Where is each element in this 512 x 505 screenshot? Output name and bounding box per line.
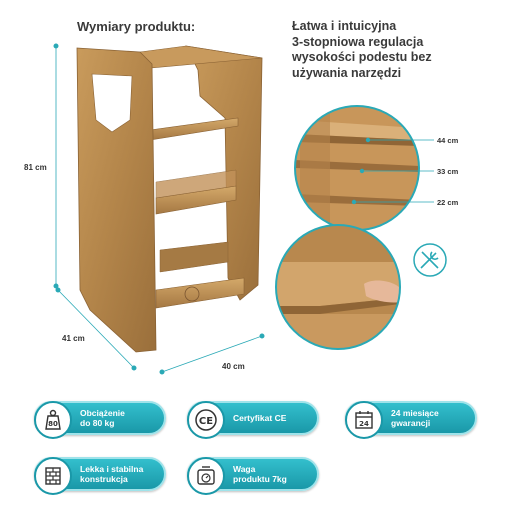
load-capacity-text: Obciążenie do 80 kg (80, 408, 125, 428)
height-dimension-label: 81 cm (24, 163, 47, 172)
no-tools-icon (413, 243, 447, 277)
warranty-badge: 24 24 miesiące gwarancji (345, 401, 477, 439)
load-capacity-badge: 80 Obciążenie do 80 kg (34, 401, 166, 439)
ce-certificate-icon: CE (187, 401, 225, 439)
brick-wall-icon (34, 457, 72, 495)
scale-icon (187, 457, 225, 495)
height-level-middle: 33 cm (437, 167, 459, 176)
weight-text: Waga produktu 7kg (233, 464, 287, 484)
warranty-text: 24 miesiące gwarancji (391, 408, 439, 428)
adjustment-detail-circle (275, 224, 401, 350)
ce-certificate-badge: CE Certyfikat CE (187, 401, 319, 439)
adjustment-feature-text: Łatwa i intuicyjna 3-stopniowa regulacja… (292, 19, 432, 80)
dimensions-heading: Wymiary produktu: (77, 19, 196, 34)
weight-badge: Waga produktu 7kg (187, 457, 319, 495)
height-level-top: 44 cm (437, 136, 459, 145)
depth-dimension-label: 41 cm (62, 334, 85, 343)
height-level-bottom: 22 cm (437, 198, 459, 207)
ce-certificate-text: Certyfikat CE (233, 413, 287, 423)
construction-badge: Lekka i stabilna konstrukcja (34, 457, 166, 495)
weight-80-icon: 80 (34, 401, 72, 439)
learning-tower (76, 45, 263, 353)
svg-text:24: 24 (359, 420, 369, 428)
width-dimension-label: 40 cm (222, 362, 245, 371)
svg-text:80: 80 (48, 420, 58, 428)
construction-text: Lekka i stabilna konstrukcja (80, 464, 144, 484)
height-detail-circle (294, 105, 434, 231)
calendar-24-icon: 24 (345, 401, 383, 439)
svg-text:CE: CE (199, 416, 213, 427)
